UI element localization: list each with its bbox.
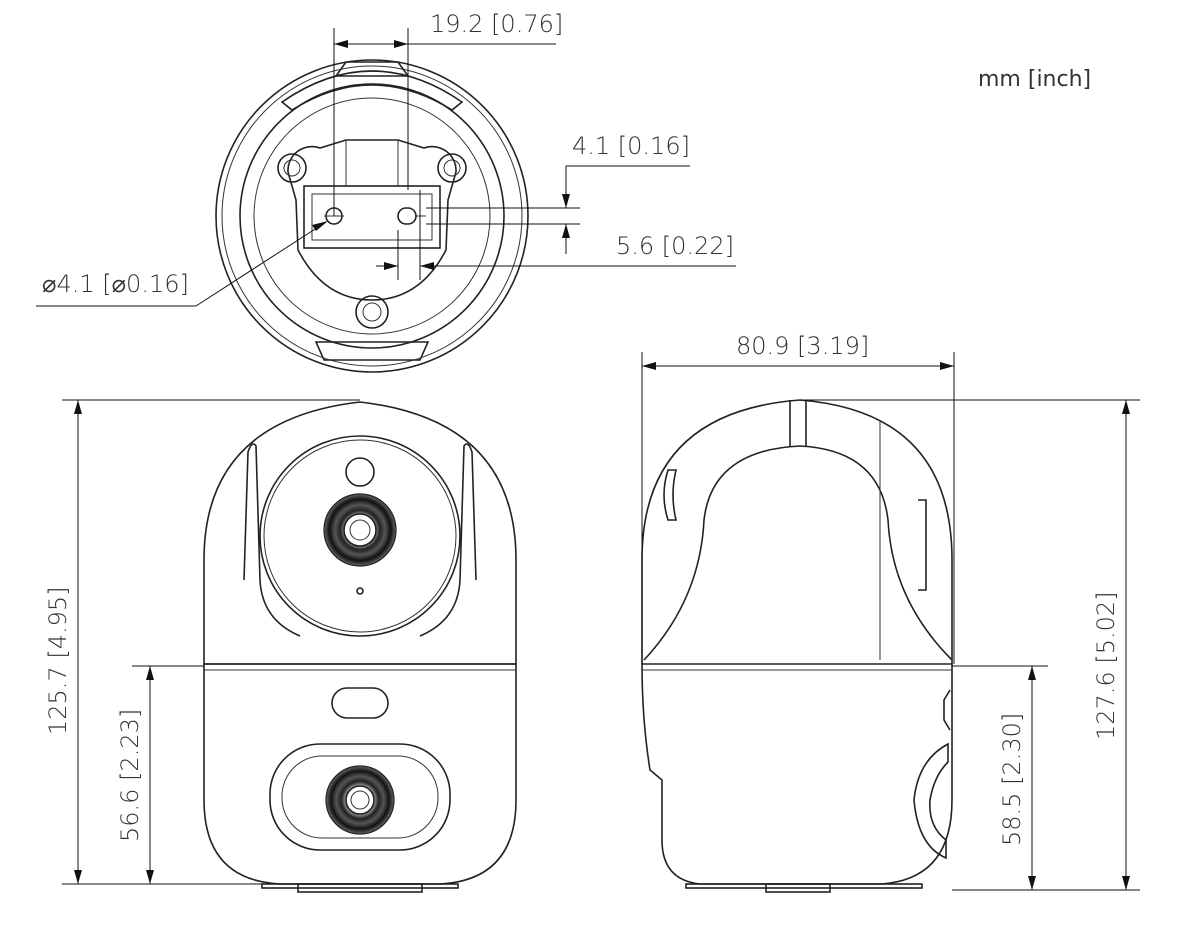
front-view [203, 401, 517, 893]
top-view [215, 59, 529, 373]
top-width-dim-label: 19.2 [0.76] [430, 10, 563, 38]
front-base-height-dim-label: 56.6 [2.23] [116, 709, 144, 842]
units-label: mm [inch] [978, 67, 1091, 92]
side-width-dim-label: 80.9 [3.19] [736, 332, 869, 360]
top-offset-dim-label: 4.1 [0.16] [572, 132, 690, 160]
side-height-dim-label: 127.6 [5.02] [1092, 592, 1120, 741]
top-depth-dim-label: 5.6 [0.22] [616, 232, 734, 260]
top-view-dimensions: 19.2 [0.76] 4.1 [0.16] 5.6 [0.22] ⌀4.1 [… [36, 10, 736, 307]
side-base-height-dim-label: 58.5 [2.30] [998, 713, 1026, 846]
side-view-dimensions: 80.9 [3.19] 127.6 [5.02] 58.5 [2.30] [641, 332, 1140, 891]
front-height-dim-label: 125.7 [4.95] [44, 587, 72, 736]
top-hole-dim-label: ⌀4.1 [⌀0.16] [42, 270, 189, 298]
front-view-dimensions: 125.7 [4.95] 56.6 [2.23] [44, 399, 360, 885]
side-view [641, 399, 953, 893]
